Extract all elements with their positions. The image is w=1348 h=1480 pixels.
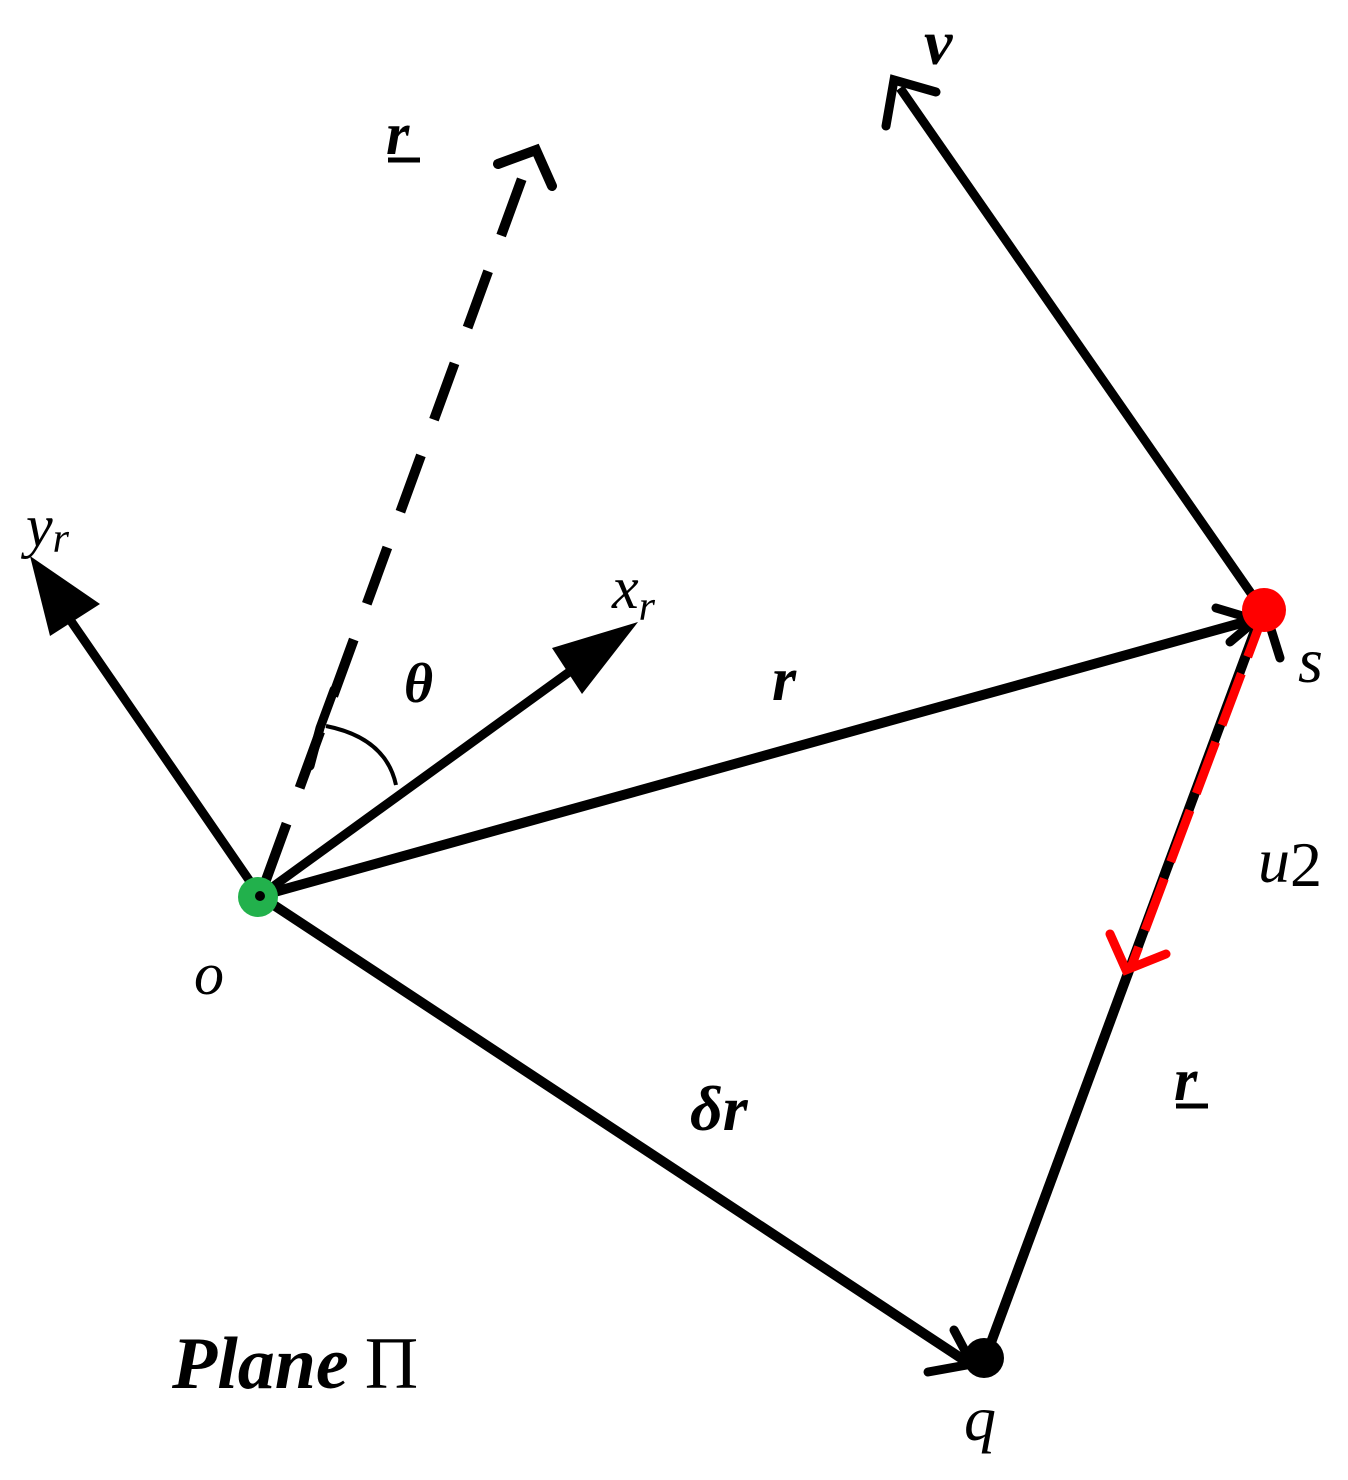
theta-arc xyxy=(325,724,398,786)
u2-label: u2 xyxy=(1258,825,1322,900)
y-axis-line xyxy=(58,605,264,899)
s-label: s xyxy=(1298,625,1323,696)
point-q xyxy=(964,1338,1004,1378)
o-label: o xyxy=(194,941,224,1007)
q-label: q xyxy=(964,1383,996,1454)
theta-arrowhead xyxy=(305,685,339,771)
r-lower-label: r xyxy=(1174,1047,1198,1113)
r-dashed-label: r xyxy=(386,101,410,167)
s-tick xyxy=(1265,621,1285,663)
u2-vector-arrowhead xyxy=(1105,929,1171,976)
x-axis-line xyxy=(257,658,586,900)
y-axis-arrowhead xyxy=(30,556,100,636)
v-vector-line xyxy=(896,85,1268,615)
r-main-label: r xyxy=(772,646,797,714)
point-s xyxy=(1242,588,1286,632)
r-lower-line xyxy=(981,610,1267,1358)
u2-vector-line xyxy=(1125,622,1265,972)
dashed-r-line xyxy=(261,160,533,882)
v-label: v xyxy=(924,7,953,78)
r-vector-line xyxy=(258,615,1254,901)
delta-r-vector-line xyxy=(257,891,973,1369)
v-vector-arrowhead xyxy=(881,74,941,131)
dashed-r-arrowhead xyxy=(493,143,557,191)
x-axis-label: xr xyxy=(611,555,656,630)
delta-r-label: δr xyxy=(690,1073,749,1144)
x-axis-arrowhead xyxy=(552,622,638,694)
y-axis-label: yr xyxy=(20,493,70,562)
theta-label: θ xyxy=(404,653,433,715)
